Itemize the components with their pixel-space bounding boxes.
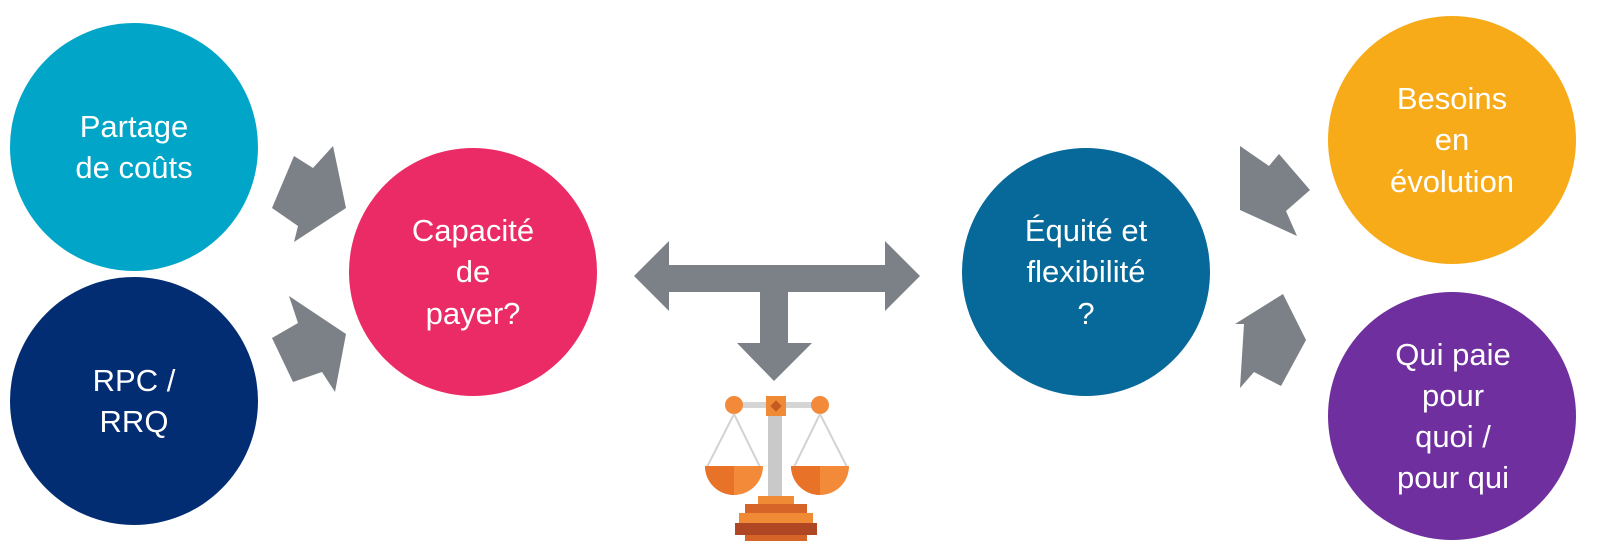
node-capacite-de-payer: Capacité de payer? (349, 148, 597, 396)
node-rpc-rrq: RPC / RRQ (10, 277, 258, 525)
arrow-partage-to-capacite (272, 146, 346, 242)
node-partage-de-couts: Partage de coûts (10, 23, 258, 271)
node-label: Qui paie pour quoi / pour qui (1395, 336, 1511, 496)
node-label: Partage de coûts (75, 108, 193, 185)
scales-of-justice-icon (705, 396, 849, 541)
node-label: Besoins en évolution (1389, 81, 1515, 199)
node-label: RPC / RRQ (92, 362, 176, 439)
arrow-capacite-equite-double (634, 241, 920, 381)
arrow-qui-to-equite (1235, 294, 1306, 388)
node-qui-paie-pour-quoi: Qui paie pour quoi / pour qui (1328, 292, 1576, 540)
node-label: Capacité de payer? (411, 213, 535, 331)
arrow-besoins-to-equite (1240, 146, 1310, 236)
arrow-rpc-to-capacite (272, 296, 346, 392)
node-label: Équité et flexibilité ? (1024, 213, 1148, 331)
node-besoins-en-evolution: Besoins en évolution (1328, 16, 1576, 264)
node-equite-et-flexibilite: Équité et flexibilité ? (962, 148, 1210, 396)
